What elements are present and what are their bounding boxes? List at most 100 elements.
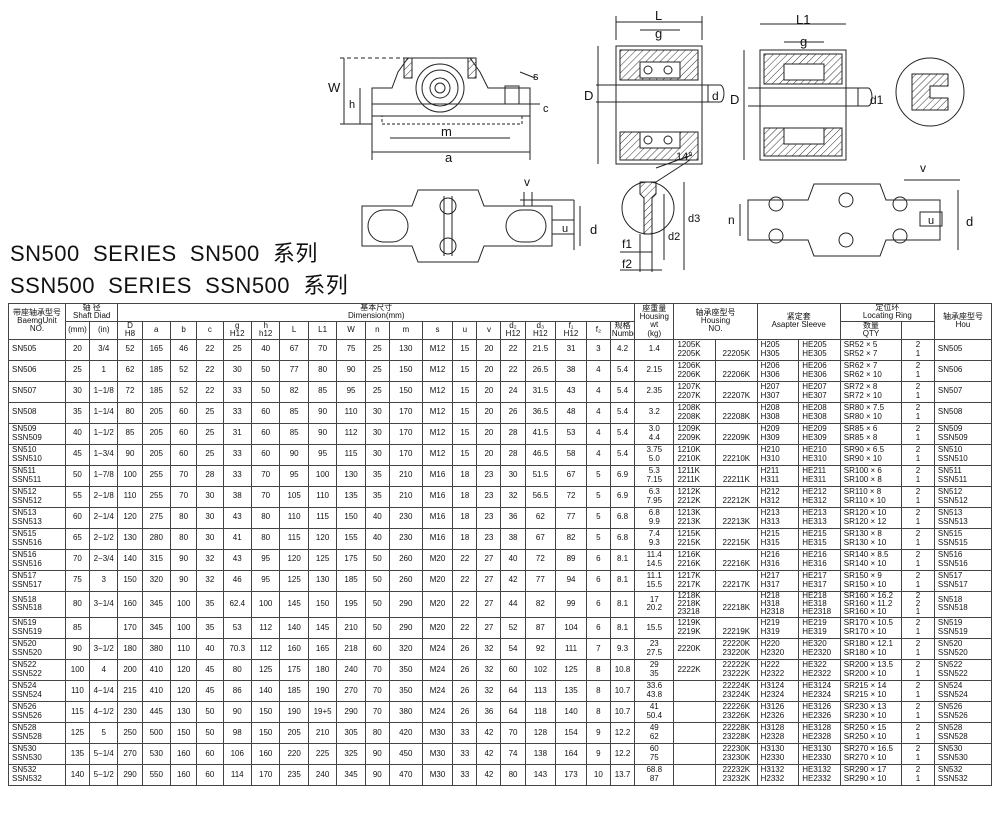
dimension-value: 130 bbox=[169, 700, 198, 723]
dimension-value: 64 bbox=[500, 679, 526, 702]
dimension-value: 36 bbox=[500, 506, 526, 529]
dimension-value: 30 bbox=[364, 443, 390, 466]
dimension-value: 85 bbox=[279, 401, 309, 424]
dimension-value: 28 bbox=[196, 464, 224, 487]
dimension-value: 195 bbox=[336, 590, 366, 618]
shaft-mm: 135 bbox=[64, 742, 90, 765]
dimension-value: 52 bbox=[169, 359, 198, 382]
dimension-value: 112 bbox=[250, 637, 281, 660]
dimension-value: 164 bbox=[555, 742, 587, 765]
dimension-value: 185 bbox=[336, 569, 366, 592]
dimension-value: 95 bbox=[336, 380, 366, 403]
dimension-value: 33 bbox=[452, 742, 478, 765]
dimension-value: M24 bbox=[421, 700, 454, 723]
dimension-value: 180 bbox=[307, 658, 338, 681]
header-dim: L1 bbox=[307, 320, 338, 340]
dimension-value: 22 bbox=[196, 359, 224, 382]
housing-number-alt: 22219K bbox=[715, 616, 758, 639]
dimension-value: 50 bbox=[364, 616, 390, 639]
dimension-value: 53 bbox=[555, 422, 587, 445]
dimension-value: 205 bbox=[141, 422, 171, 445]
dimension-value: 50 bbox=[364, 569, 390, 592]
dimension-value: 8.1 bbox=[609, 548, 636, 571]
shaft-in: 5−1/2 bbox=[88, 763, 119, 786]
dimension-value: 112 bbox=[336, 422, 366, 445]
dimension-value: M24 bbox=[421, 658, 454, 681]
dimension-value: 5.4 bbox=[609, 443, 636, 466]
dimension-value: 52 bbox=[117, 338, 143, 361]
dimension-value: 85 bbox=[117, 422, 143, 445]
dimension-value: 185 bbox=[279, 679, 309, 702]
dimension-value: 60 bbox=[364, 637, 390, 660]
dimension-value: 255 bbox=[141, 485, 171, 508]
dimension-value: 3 bbox=[585, 338, 611, 361]
dimension-value: 20 bbox=[476, 359, 502, 382]
label-d2: d2 bbox=[668, 231, 680, 243]
label-f1: f1 bbox=[622, 237, 632, 251]
dimension-value: 140 bbox=[555, 700, 587, 723]
housing-number-alt: 22215K bbox=[715, 527, 758, 550]
dimension-value: 290 bbox=[388, 590, 423, 618]
shaft-mm: 30 bbox=[64, 380, 90, 403]
dimension-value: 80 bbox=[169, 527, 198, 550]
shaft-mm: 40 bbox=[64, 422, 90, 445]
label-a: a bbox=[445, 150, 453, 165]
dimension-value: 445 bbox=[141, 700, 171, 723]
dimension-value: 8 bbox=[585, 700, 611, 723]
header-dim: L bbox=[279, 320, 309, 340]
dimension-value: 77 bbox=[524, 569, 557, 592]
dimension-value: 30 bbox=[364, 401, 390, 424]
dimension-value: 26 bbox=[452, 700, 478, 723]
dimension-value: 20 bbox=[476, 380, 502, 403]
label-g2: g bbox=[800, 34, 807, 49]
header-dim: a bbox=[141, 320, 171, 340]
top-view-drawing-1 bbox=[361, 189, 581, 263]
dimension-value: 25 bbox=[222, 338, 252, 361]
shaft-in: 1−3/4 bbox=[88, 443, 119, 466]
shaft-mm: 85 bbox=[64, 616, 90, 639]
dimension-value: 6.9 bbox=[609, 485, 636, 508]
dimension-value: 150 bbox=[336, 506, 366, 529]
housing-weight: 3.2 bbox=[634, 401, 675, 424]
dimension-value: 28 bbox=[500, 443, 526, 466]
dimension-value: 6 bbox=[585, 569, 611, 592]
dimension-value: 27 bbox=[476, 548, 502, 571]
shaft-in: 1−1/4 bbox=[88, 401, 119, 424]
dimension-value: 25 bbox=[196, 443, 224, 466]
dimension-value: 89 bbox=[555, 548, 587, 571]
dimension-value: 210 bbox=[388, 485, 423, 508]
dimension-value: 77 bbox=[279, 359, 309, 382]
shaft-mm: 65 bbox=[64, 527, 90, 550]
dimension-value: 8 bbox=[585, 679, 611, 702]
dimension-value: 240 bbox=[336, 658, 366, 681]
dimension-value: 25 bbox=[364, 338, 390, 361]
dimension-value: 270 bbox=[336, 679, 366, 702]
dimension-value: 22 bbox=[452, 616, 478, 639]
